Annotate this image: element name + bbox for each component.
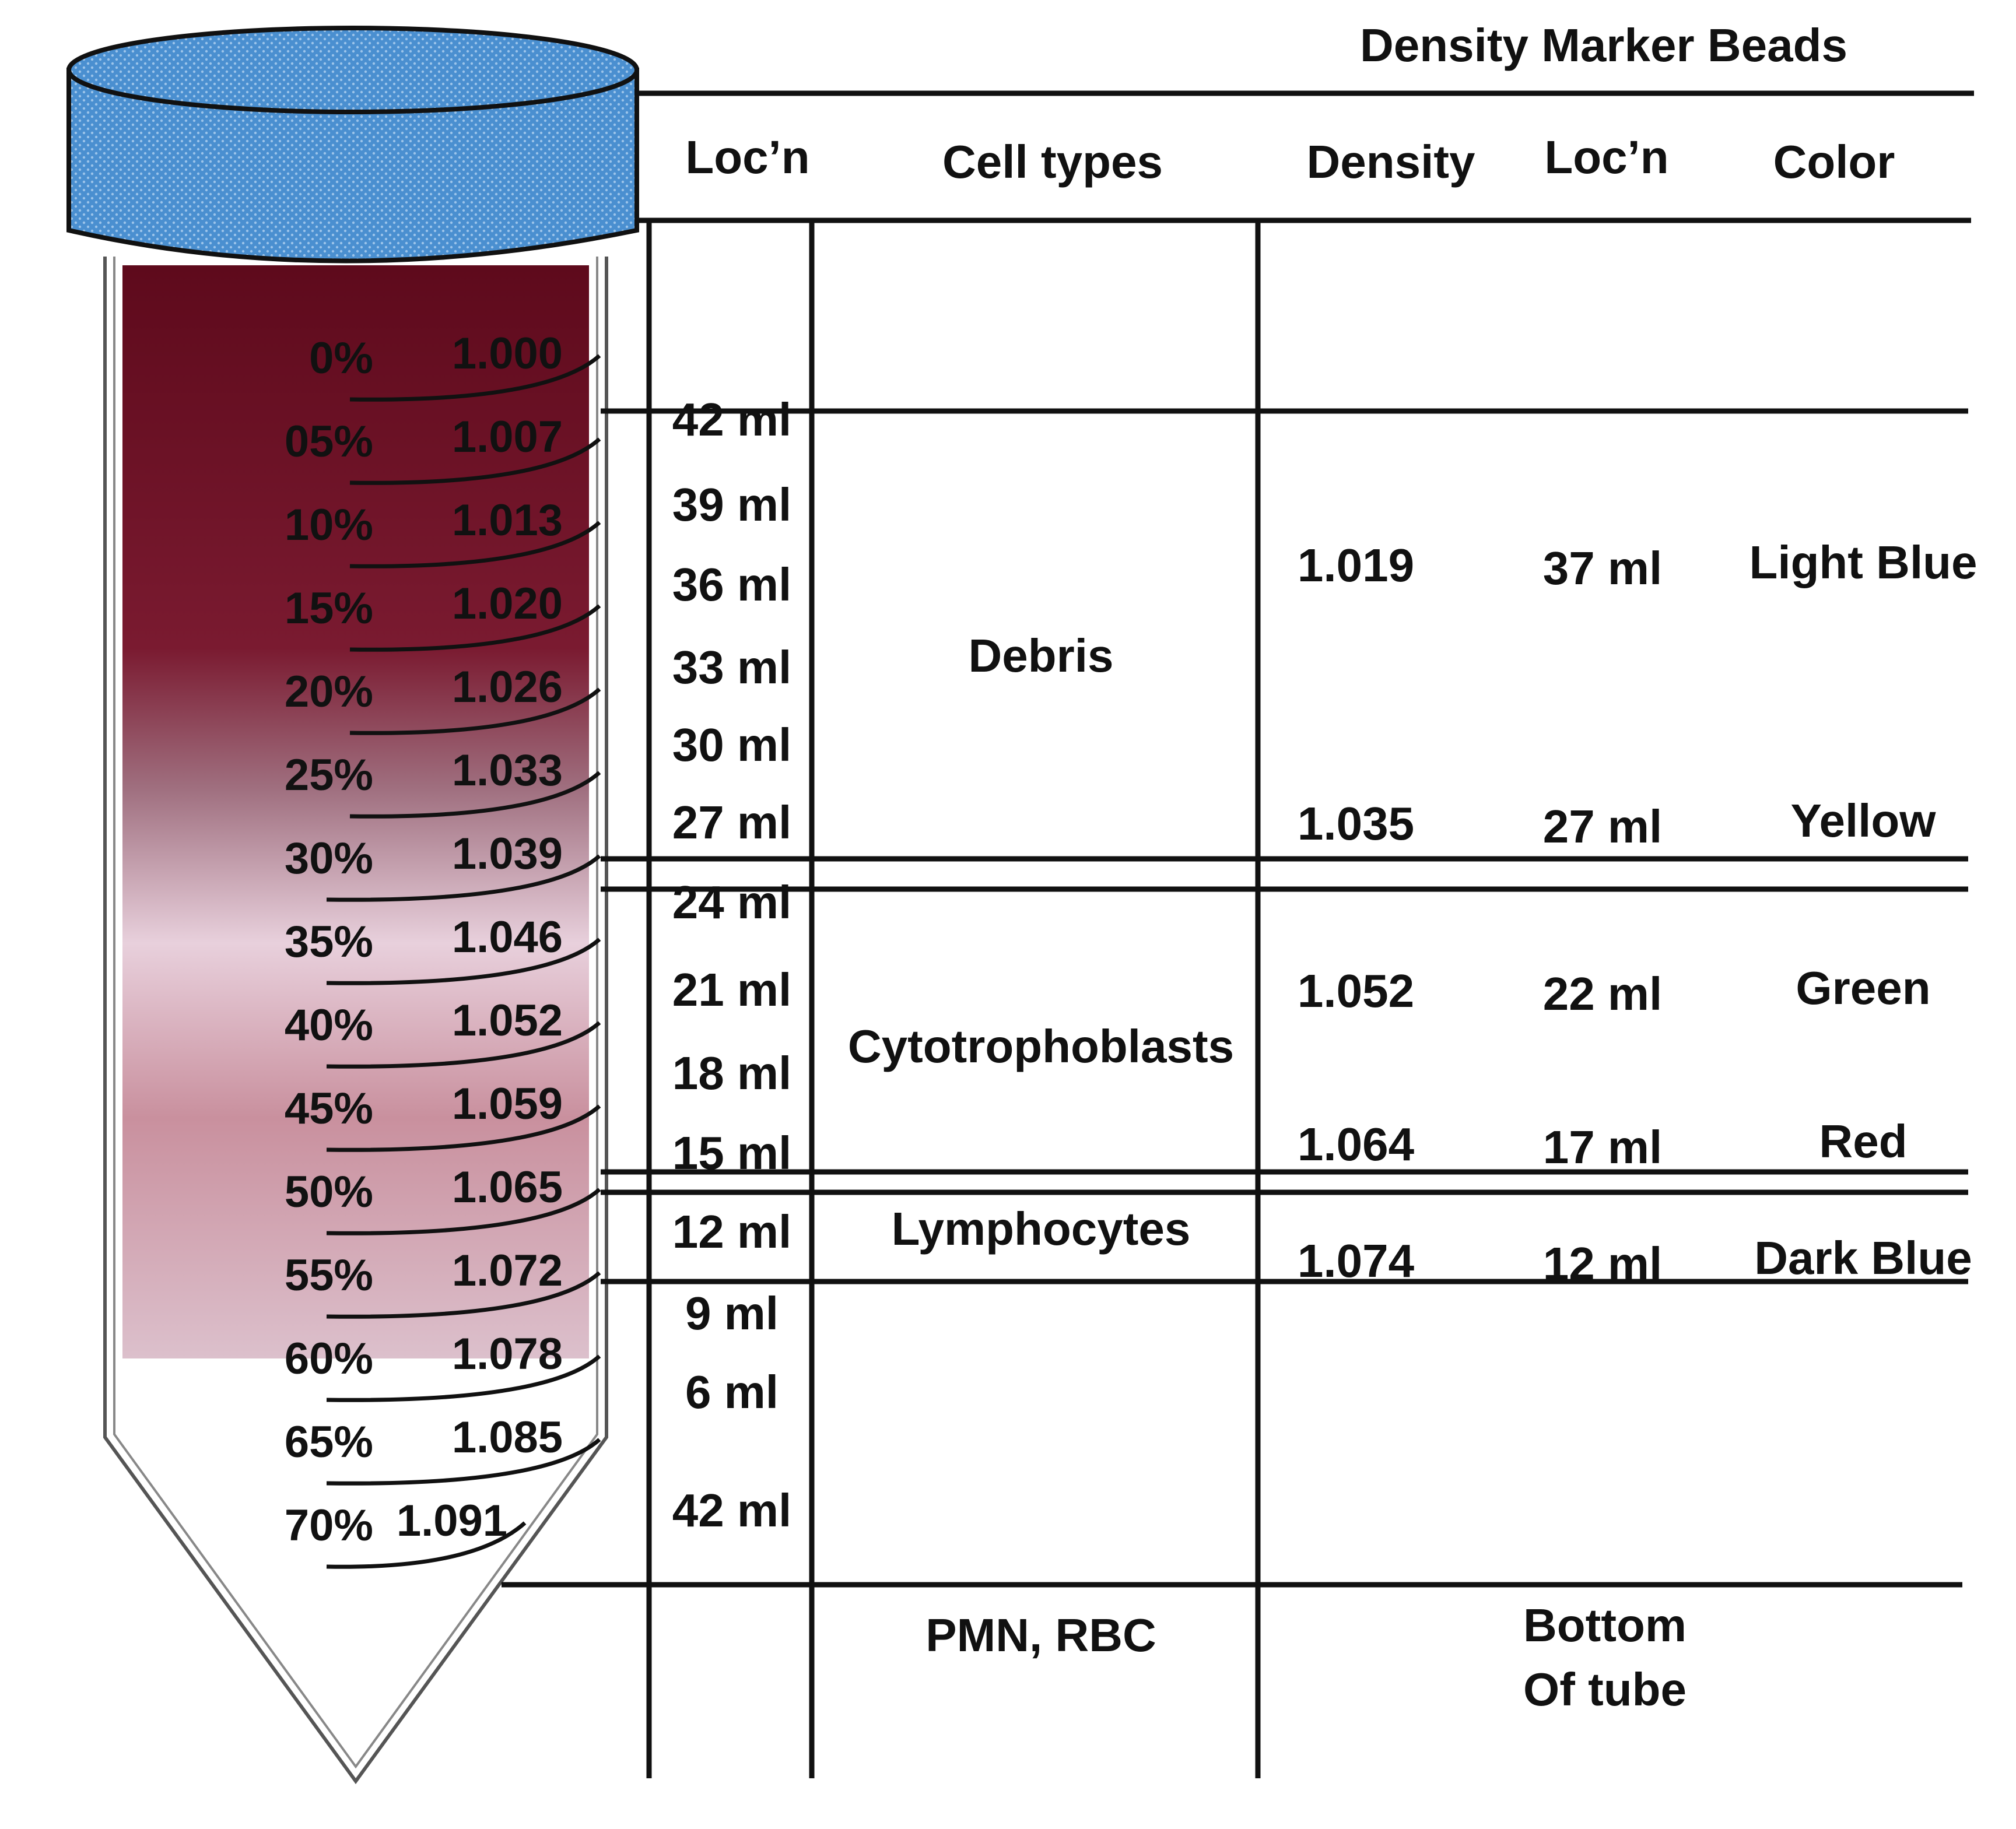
gradation-density: 1.091	[397, 1496, 507, 1546]
gradation-curve	[349, 354, 601, 402]
gradation-percent: 50%	[285, 1167, 373, 1217]
bottom-note-line2: Of tube	[1523, 1663, 1687, 1715]
gradation-curve	[326, 938, 601, 985]
header-color: Color	[1773, 136, 1895, 188]
gradation-curve	[349, 604, 601, 652]
gradation-density: 1.000	[452, 329, 563, 378]
gradation-percent: 55%	[285, 1251, 373, 1300]
tube-liquid	[122, 265, 589, 1358]
volume-label: 36 ml	[672, 559, 792, 610]
bead-density: 1.019	[1298, 539, 1414, 591]
cell-type-debris: Debris	[969, 630, 1114, 682]
gradation-percent: 35%	[285, 917, 373, 967]
cap-top	[66, 26, 639, 114]
volume-label: 12 ml	[672, 1206, 792, 1258]
bead-color: Yellow	[1791, 795, 1937, 847]
header-density: Density	[1307, 136, 1475, 188]
volume-label: 6 ml	[685, 1366, 779, 1418]
bead-density: 1.064	[1298, 1118, 1415, 1170]
gradation-density: 1.072	[452, 1246, 563, 1296]
gradation-percent: 15%	[285, 584, 373, 633]
volume-label: 18 ml	[672, 1047, 792, 1099]
volume-label: 9 ml	[685, 1287, 779, 1339]
gradation-percent: 65%	[285, 1417, 373, 1467]
table-title: Density Marker Beads	[1360, 19, 1847, 71]
gradation-percent: 20%	[285, 667, 373, 717]
gradation-density: 1.039	[452, 829, 563, 879]
gradation-density: 1.065	[452, 1163, 563, 1212]
gradation-density: 1.020	[452, 579, 563, 629]
bead-color: Dark Blue	[1754, 1232, 1972, 1284]
gradation-curve	[326, 1021, 601, 1069]
bead-location: 22 ml	[1543, 968, 1663, 1020]
bead-density: 1.035	[1298, 798, 1414, 849]
gradation-density: 1.059	[452, 1079, 563, 1129]
gradation-percent: 40%	[285, 1000, 373, 1050]
gradation-percent: 45%	[285, 1084, 373, 1133]
gradation-curve	[349, 437, 601, 485]
gradation-curve	[326, 1354, 601, 1402]
gradation-percent: 05%	[285, 417, 373, 466]
gradation-curve	[326, 854, 601, 902]
tube-cap	[66, 26, 639, 264]
gradation-density: 1.052	[452, 996, 563, 1045]
tube-outline-outer	[103, 257, 608, 1785]
bead-location: 37 ml	[1543, 542, 1663, 594]
bead-location: 17 ml	[1543, 1121, 1663, 1173]
cell-type-lymphocytes: Lymphocytes	[892, 1203, 1191, 1255]
gradation-percent: 60%	[285, 1334, 373, 1384]
header-locn: Loc’n	[685, 131, 809, 183]
bead-color: Red	[1819, 1115, 1907, 1167]
header-cell-types: Cell types	[942, 136, 1163, 188]
volume-label: 27 ml	[672, 796, 792, 848]
volume-column: 42 ml 39 ml 36 ml 33 ml 30 ml 27 ml 24 ml 21 ml…	[672, 394, 792, 1536]
volume-label: 42 ml	[672, 1484, 792, 1536]
gradation-density: 1.078	[452, 1329, 563, 1379]
gradation-curve	[326, 1188, 601, 1235]
gradation-percent: 0%	[309, 333, 373, 383]
gradation-density: 1.085	[452, 1413, 563, 1462]
gradation-density: 1.046	[452, 912, 563, 962]
volume-label: 15 ml	[672, 1127, 792, 1179]
gradation-percent: 30%	[285, 834, 373, 883]
gradation-curve	[326, 1438, 601, 1486]
header-bead-locn: Loc’n	[1544, 131, 1668, 183]
tube-outline-inner	[113, 257, 598, 1769]
gradation-density: 1.007	[452, 412, 563, 462]
cell-type-pmn-rbc: PMN, RBC	[925, 1609, 1156, 1661]
gradation-curve	[349, 771, 601, 819]
gradation-density: 1.013	[452, 496, 563, 545]
bottom-note-line1: Bottom	[1523, 1599, 1687, 1651]
volume-label: 30 ml	[672, 719, 792, 771]
gradation-curve	[349, 687, 601, 735]
bead-color: Green	[1796, 962, 1930, 1014]
volume-label: 42 ml	[672, 394, 792, 445]
gradation-curve	[349, 521, 601, 568]
volume-label: 24 ml	[672, 876, 792, 928]
bead-density: 1.052	[1298, 965, 1414, 1017]
gradation-percent: 10%	[285, 500, 373, 550]
cell-type-cytotrophoblasts: Cytotrophoblasts	[848, 1020, 1234, 1072]
cap-body	[66, 68, 639, 264]
bead-color: Light Blue	[1749, 536, 1977, 588]
gradation-curve	[326, 1521, 527, 1569]
centrifuge-tube	[103, 257, 608, 1785]
gradation-curve	[326, 1104, 601, 1152]
gradation-density: 1.033	[452, 746, 563, 795]
bead-location: 12 ml	[1543, 1238, 1663, 1290]
bead-location: 27 ml	[1543, 801, 1663, 852]
bead-density: 1.074	[1298, 1235, 1415, 1287]
gradation-density: 1.026	[452, 662, 563, 712]
gradation-percent: 25%	[285, 750, 373, 800]
gradation-curve	[326, 1271, 601, 1319]
volume-label: 39 ml	[672, 479, 792, 531]
density-marker-beads: 1.019 37 ml Light Blue 1.035 27 ml Yellow 1.05…	[1298, 536, 1978, 1290]
tube-gradation-scale: 0% 1.000 05% 1.007 10% 1.013 15% 1.020 20% 1.026 2…	[285, 329, 601, 1569]
volume-label: 21 ml	[672, 964, 792, 1016]
volume-label: 33 ml	[672, 641, 792, 693]
gradation-percent: 70%	[285, 1501, 373, 1550]
